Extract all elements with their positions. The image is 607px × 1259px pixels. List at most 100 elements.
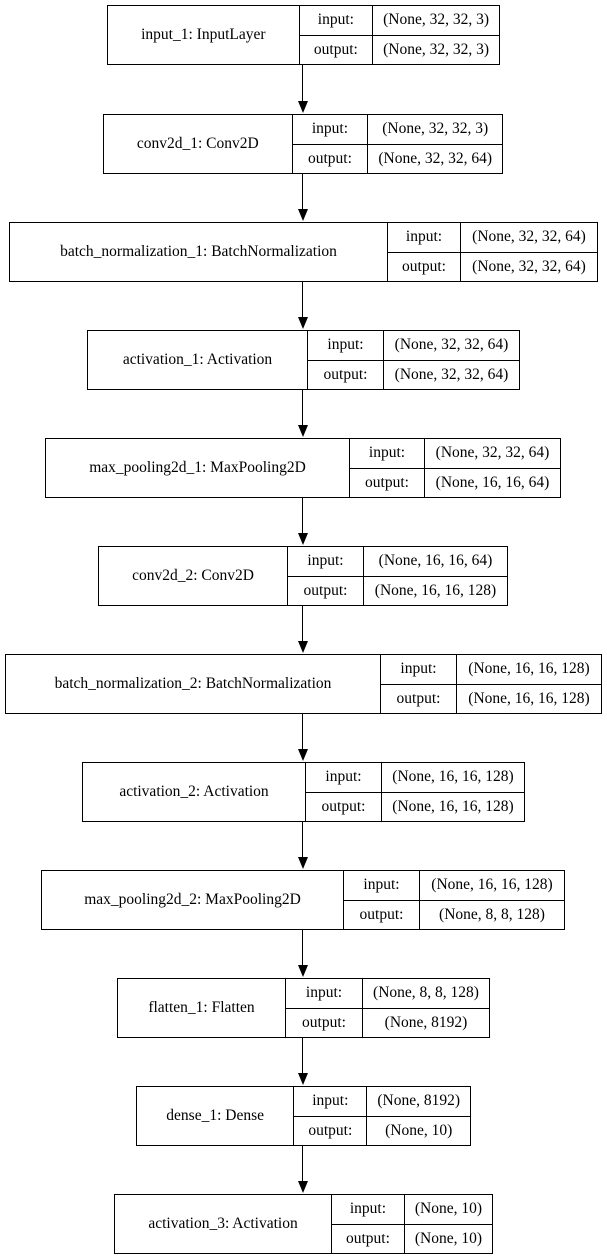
io-shapes: (None, 8192) (None, 10) bbox=[367, 1087, 470, 1145]
edge-line bbox=[302, 282, 304, 318]
input-shape: (None, 16, 16, 128) bbox=[431, 876, 553, 894]
input-label: input: bbox=[305, 984, 343, 1002]
input-label: input: bbox=[312, 1092, 349, 1110]
input-label: input: bbox=[327, 336, 364, 354]
edge-line bbox=[302, 930, 304, 966]
arrow-down-icon bbox=[298, 1181, 308, 1193]
input-shape: (None, 32, 32, 64) bbox=[472, 228, 586, 246]
output-shape: (None, 10) bbox=[404, 1223, 492, 1254]
layer-node: batch_normalization_1: BatchNormalizatio… bbox=[9, 222, 598, 282]
input-label: input: bbox=[363, 876, 400, 894]
input-label: input: bbox=[317, 11, 354, 29]
arrow-down-icon bbox=[298, 965, 308, 977]
output-label: output: bbox=[332, 1223, 404, 1254]
input-label: input: bbox=[325, 768, 362, 786]
layer-name: max_pooling2d_1: MaxPooling2D bbox=[46, 439, 350, 497]
input-shape: (None, 32, 32, 3) bbox=[382, 120, 489, 138]
output-shape: (None, 16, 16, 128) bbox=[364, 575, 507, 606]
edge-line bbox=[302, 1146, 304, 1182]
layer-name: activation_3: Activation bbox=[115, 1195, 333, 1253]
io-shapes: (None, 16, 16, 128) (None, 8, 8, 128) bbox=[420, 871, 564, 929]
output-label: output: bbox=[286, 1007, 362, 1038]
output-shape: (None, 16, 16, 64) bbox=[425, 467, 560, 498]
input-shape: (None, 32, 32, 3) bbox=[383, 11, 489, 29]
arrow-down-icon bbox=[298, 101, 308, 113]
io-labels: input: output: bbox=[286, 979, 363, 1037]
layer-name: activation_2: Activation bbox=[83, 763, 306, 821]
output-label: output: bbox=[350, 467, 424, 498]
layer-node: activation_1: Activation input: output: … bbox=[87, 330, 520, 390]
arrow-down-icon bbox=[298, 857, 308, 869]
output-label: output: bbox=[292, 143, 368, 174]
io-shapes: (None, 8, 8, 128) (None, 8192) bbox=[363, 979, 489, 1037]
output-shape: (None, 32, 32, 3) bbox=[373, 34, 499, 65]
output-shape: (None, 32, 32, 64) bbox=[368, 143, 502, 174]
edge-line bbox=[302, 1038, 304, 1074]
output-shape: (None, 8, 8, 128) bbox=[420, 899, 564, 930]
layer-node: flatten_1: Flatten input: output: (None,… bbox=[117, 978, 490, 1038]
layer-name: activation_1: Activation bbox=[88, 331, 308, 389]
output-label: output: bbox=[299, 34, 373, 65]
io-labels: input: output: bbox=[332, 1195, 405, 1253]
layer-node: max_pooling2d_1: MaxPooling2D input: out… bbox=[45, 438, 561, 498]
output-label: output: bbox=[294, 1115, 367, 1146]
arrow-down-icon bbox=[298, 641, 308, 653]
layer-name: flatten_1: Flatten bbox=[118, 979, 286, 1037]
io-labels: input: output: bbox=[292, 115, 369, 174]
arrow-down-icon bbox=[298, 533, 308, 545]
input-label: input: bbox=[307, 552, 344, 570]
input-label: input: bbox=[400, 660, 437, 678]
arrow-down-icon bbox=[298, 209, 308, 221]
output-shape: (None, 32, 32, 64) bbox=[461, 251, 597, 282]
layer-name: dense_1: Dense bbox=[137, 1087, 295, 1145]
input-label: input: bbox=[405, 228, 443, 246]
output-label: output: bbox=[288, 575, 363, 606]
output-label: output: bbox=[388, 251, 460, 282]
layer-name: batch_normalization_1: BatchNormalizatio… bbox=[10, 223, 388, 281]
input-label: input: bbox=[349, 1200, 387, 1218]
input-shape: (None, 10) bbox=[414, 1200, 482, 1218]
layer-node: conv2d_1: Conv2D input: output: (None, 3… bbox=[103, 114, 503, 174]
layer-name: batch_normalization_2: BatchNormalizatio… bbox=[6, 655, 381, 713]
edge-line bbox=[302, 390, 304, 426]
io-shapes: (None, 16, 16, 128) (None, 16, 16, 128) bbox=[382, 763, 524, 821]
io-labels: input: output: bbox=[344, 871, 420, 929]
io-labels: input: output: bbox=[308, 331, 384, 389]
layer-node: activation_3: Activation input: output: … bbox=[114, 1194, 493, 1254]
input-shape: (None, 16, 16, 128) bbox=[392, 768, 514, 786]
layer-node: max_pooling2d_2: MaxPooling2D input: out… bbox=[41, 870, 565, 930]
io-shapes: (None, 16, 16, 128) (None, 16, 16, 128) bbox=[457, 655, 601, 713]
output-label: output: bbox=[308, 359, 383, 390]
input-shape: (None, 8, 8, 128) bbox=[373, 984, 479, 1002]
layer-name: max_pooling2d_2: MaxPooling2D bbox=[42, 871, 344, 929]
io-shapes: (None, 32, 32, 64) (None, 32, 32, 64) bbox=[384, 331, 519, 389]
input-shape: (None, 32, 32, 64) bbox=[394, 336, 509, 354]
io-shapes: (None, 16, 16, 64) (None, 16, 16, 128) bbox=[364, 547, 507, 605]
io-labels: input: output: bbox=[388, 223, 461, 281]
edge-line bbox=[302, 174, 304, 210]
edge-line bbox=[302, 822, 304, 858]
input-shape: (None, 16, 16, 128) bbox=[468, 660, 590, 678]
output-label: output: bbox=[344, 899, 419, 930]
layer-name: conv2d_1: Conv2D bbox=[104, 115, 293, 173]
edge-line bbox=[302, 498, 304, 534]
io-shapes: (None, 32, 32, 64) (None, 16, 16, 64) bbox=[425, 439, 560, 497]
input-label: input: bbox=[311, 120, 349, 138]
input-label: input: bbox=[368, 444, 406, 462]
arrow-down-icon bbox=[298, 425, 308, 437]
io-labels: input: output: bbox=[299, 6, 374, 65]
io-labels: input: output: bbox=[381, 655, 457, 713]
input-shape: (None, 8192) bbox=[377, 1092, 460, 1110]
layer-node: dense_1: Dense input: output: (None, 819… bbox=[136, 1086, 471, 1146]
layer-node: activation_2: Activation input: output: … bbox=[82, 762, 525, 822]
io-shapes: (None, 32, 32, 3) (None, 32, 32, 3) bbox=[373, 6, 499, 64]
layer-node: batch_normalization_2: BatchNormalizatio… bbox=[5, 654, 602, 714]
output-shape: (None, 16, 16, 128) bbox=[382, 791, 524, 822]
io-labels: input: output: bbox=[288, 547, 364, 605]
output-shape: (None, 32, 32, 64) bbox=[384, 359, 519, 390]
output-label: output: bbox=[381, 683, 456, 714]
arrow-down-icon bbox=[298, 1073, 308, 1085]
output-shape: (None, 10) bbox=[367, 1115, 470, 1146]
input-shape: (None, 16, 16, 64) bbox=[378, 552, 493, 570]
